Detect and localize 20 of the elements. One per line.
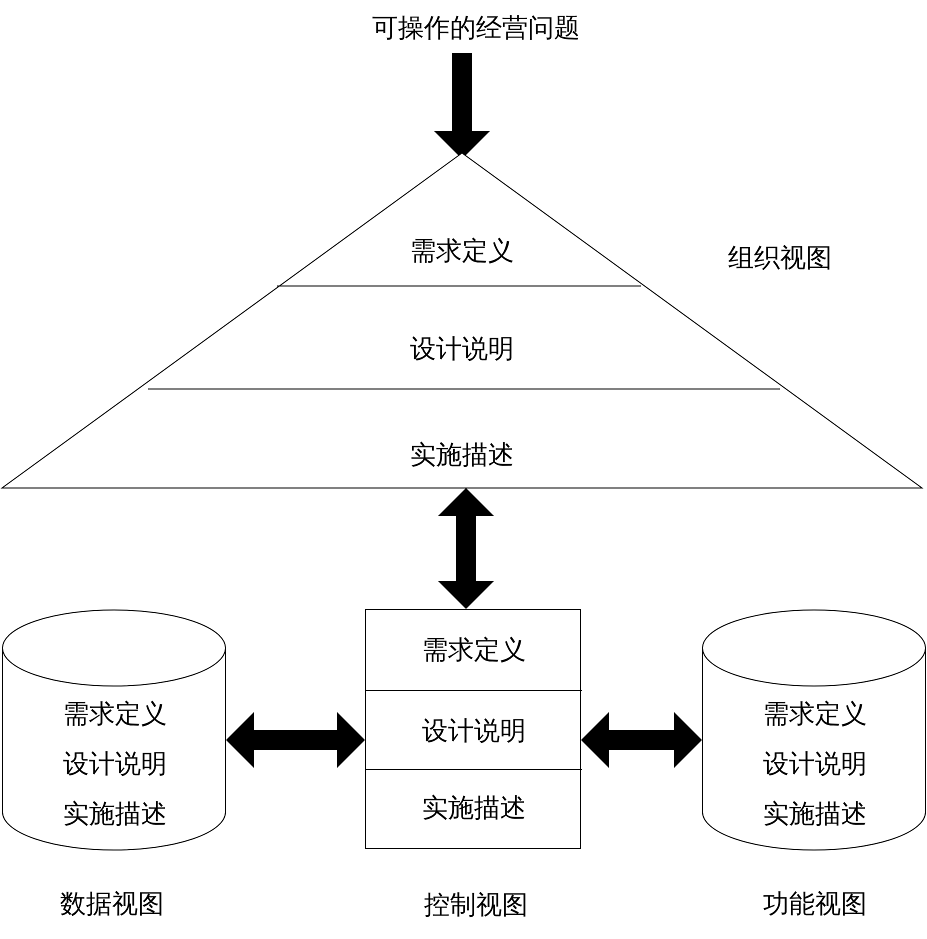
node-label: 需求定义 xyxy=(763,699,867,731)
view-label: 组织视图 xyxy=(728,243,832,275)
block-arrow xyxy=(226,712,365,768)
node-label: 实施描述 xyxy=(422,793,526,825)
block-arrow xyxy=(581,712,702,768)
node-label: 实施描述 xyxy=(63,799,167,831)
block-arrow xyxy=(438,488,494,609)
node-label: 需求定义 xyxy=(422,635,526,667)
node-label: 设计说明 xyxy=(763,749,867,781)
node-label: 可操作的经营问题 xyxy=(372,13,580,45)
node-label: 需求定义 xyxy=(410,236,514,268)
view-label: 功能视图 xyxy=(763,889,867,921)
view-label: 数据视图 xyxy=(60,889,164,921)
node-label: 设计说明 xyxy=(410,334,514,366)
node-label: 实施描述 xyxy=(410,440,514,472)
node-label: 实施描述 xyxy=(763,799,867,831)
node-label: 设计说明 xyxy=(63,749,167,781)
node-label: 需求定义 xyxy=(63,699,167,731)
node-label: 设计说明 xyxy=(422,716,526,748)
view-label: 控制视图 xyxy=(424,890,528,922)
